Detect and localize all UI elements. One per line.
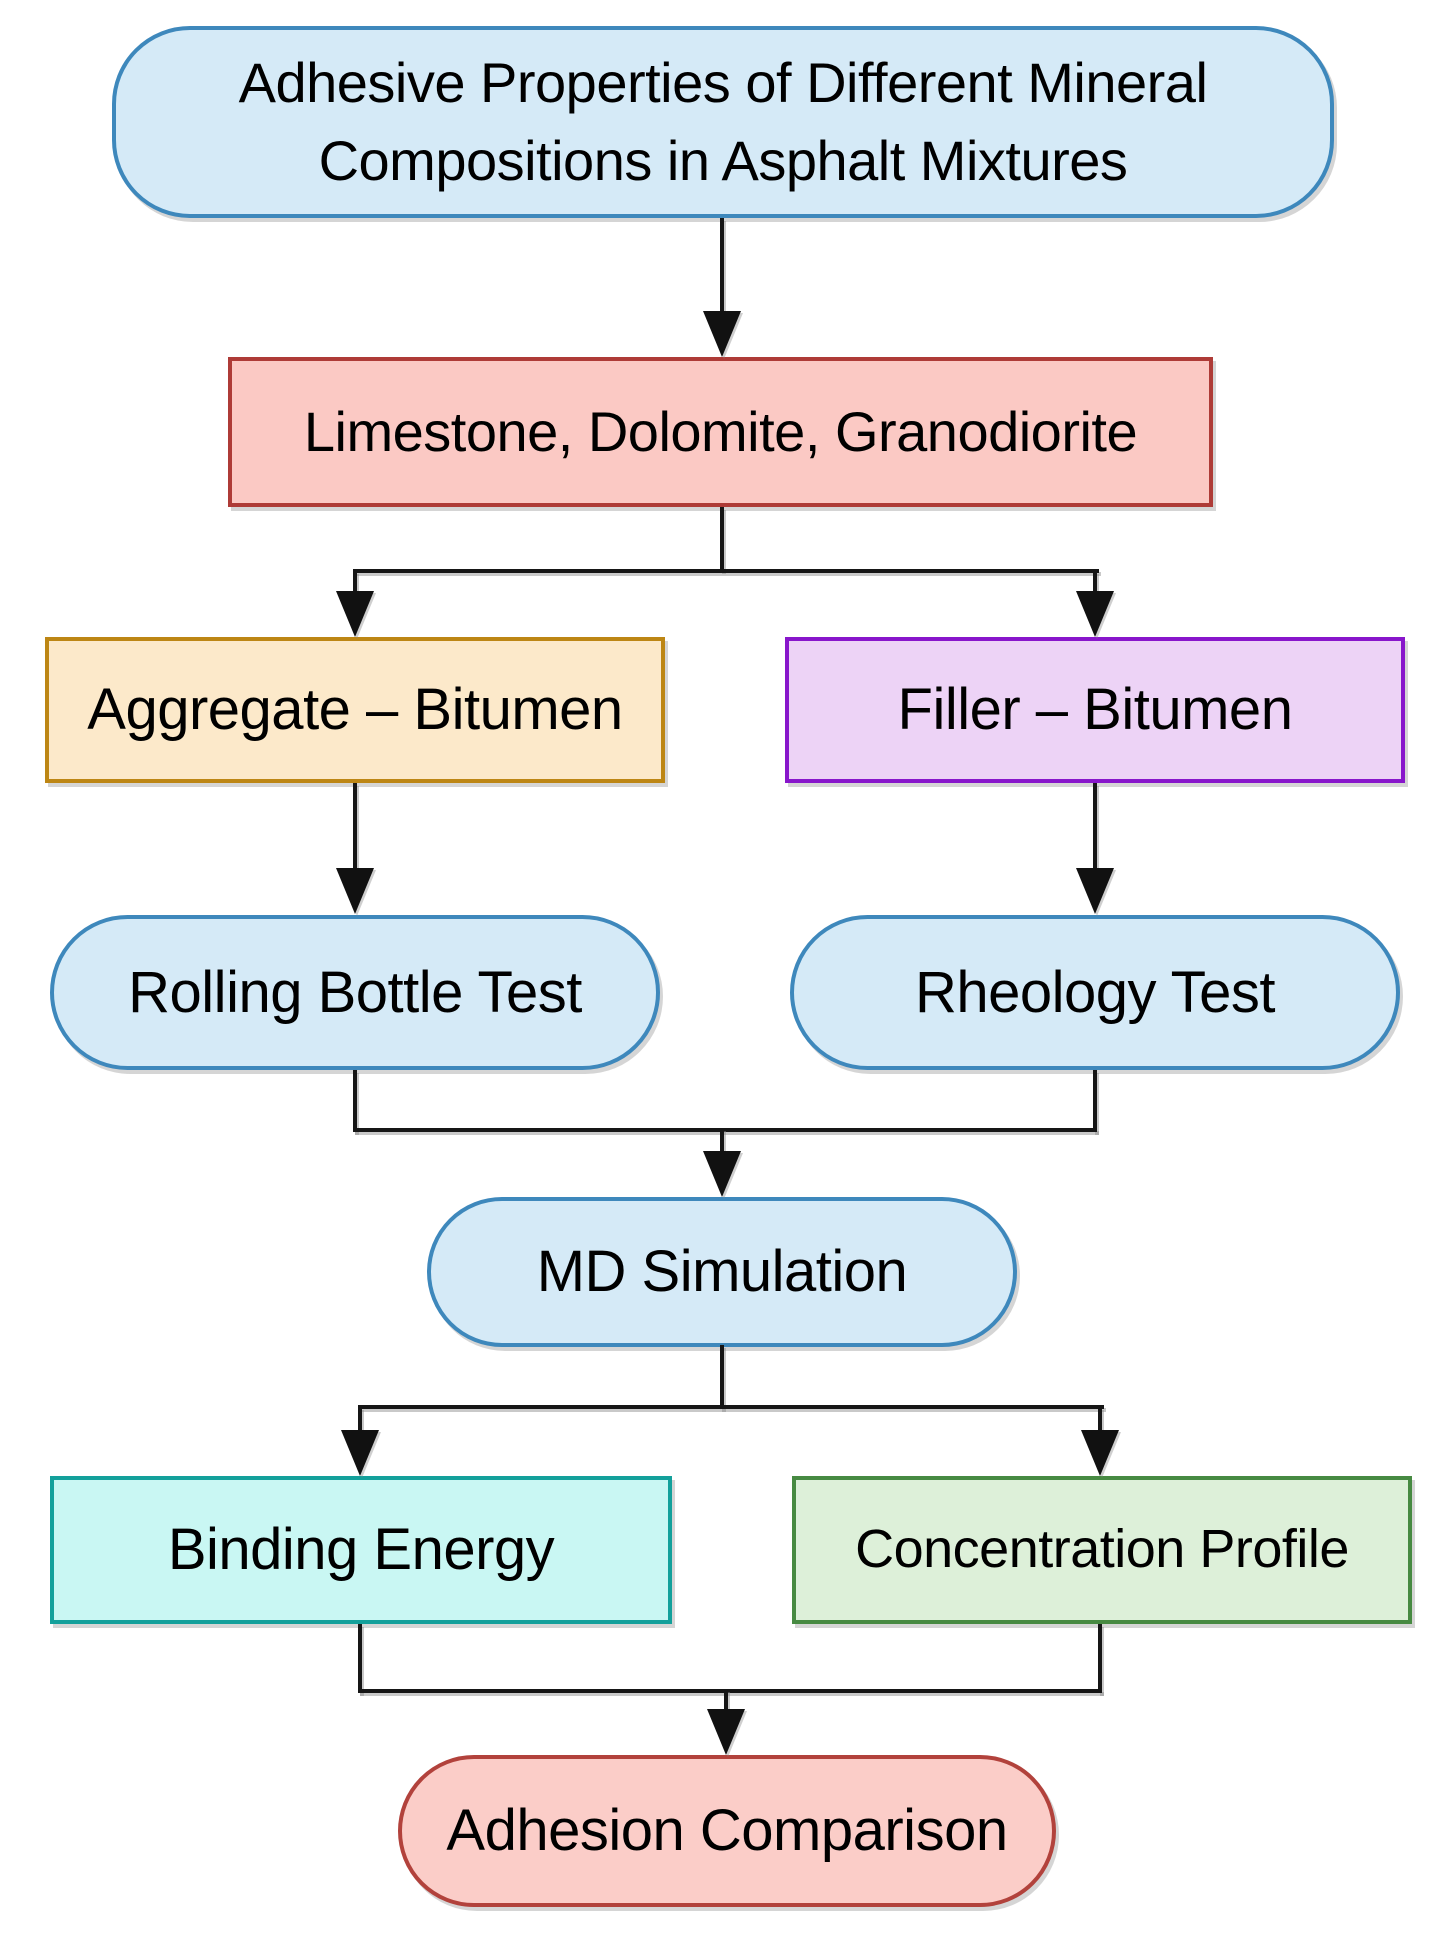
edge-filler-rheology-arrowhead-icon (1076, 868, 1114, 914)
node-rolling-bottle-test-label: Rolling Bottle Test (128, 959, 582, 1025)
node-rheology-test-label: Rheology Test (915, 959, 1276, 1025)
edge-merge-adhesion-stem-line (724, 1689, 728, 1711)
node-title-label: Adhesive Properties of Different Mineral… (238, 50, 1208, 192)
edge-minerals-aggregate-arrowhead-icon (336, 591, 374, 637)
edge-minerals-filler-line (1093, 571, 1097, 591)
edge-title-minerals-arrowhead-icon (703, 311, 741, 357)
node-binding-energy-label: Binding Energy (167, 1517, 555, 1583)
edge-aggregate-rolling-line (353, 783, 357, 869)
edge-rheology-md-line (1093, 1070, 1097, 1132)
edge-minerals-branch-stem-line (720, 507, 724, 571)
edge-merge-md-arrowhead-icon (703, 1151, 741, 1197)
node-filler-bitumen-label: Filler – Bitumen (897, 677, 1293, 743)
edge-md-concentration-line (1098, 1407, 1102, 1431)
edge-aggregate-rolling-arrowhead-icon (336, 868, 374, 914)
edge-merge-adhesion-arrowhead-icon (707, 1709, 745, 1755)
edge-md-binding-line (358, 1407, 362, 1431)
edge-merge-md-horizontal-line (353, 1128, 1097, 1132)
node-aggregate-bitumen-label: Aggregate – Bitumen (87, 677, 623, 743)
edge-minerals-branch-horizontal-line (353, 569, 1099, 573)
node-aggregate-bitumen: Aggregate – Bitumen (45, 637, 665, 783)
edge-concentration-adhesion-line (1098, 1624, 1102, 1693)
edge-filler-rheology-line (1093, 783, 1097, 869)
node-title: Adhesive Properties of Different Mineral… (112, 26, 1334, 218)
node-binding-energy: Binding Energy (50, 1476, 672, 1624)
edge-minerals-filler-arrowhead-icon (1076, 591, 1114, 637)
edge-binding-adhesion-line (358, 1624, 362, 1693)
edge-md-binding-arrowhead-icon (341, 1430, 379, 1476)
edge-md-branch-horizontal-line (358, 1405, 1104, 1409)
edge-rolling-md-line (353, 1070, 357, 1132)
edge-minerals-aggregate-line (353, 571, 357, 591)
node-concentration-profile-label: Concentration Profile (855, 1519, 1349, 1580)
edge-merge-adhesion-horizontal-line (358, 1689, 1102, 1693)
edge-title-minerals-line (720, 218, 724, 312)
node-minerals: Limestone, Dolomite, Granodiorite (228, 357, 1213, 507)
edge-md-branch-stem-line (720, 1345, 724, 1409)
node-adhesion-comparison: Adhesion Comparison (398, 1755, 1056, 1907)
edge-md-concentration-arrowhead-icon (1081, 1430, 1119, 1476)
edge-merge-md-stem-line (720, 1128, 724, 1152)
node-filler-bitumen: Filler – Bitumen (785, 637, 1405, 783)
node-minerals-label: Limestone, Dolomite, Granodiorite (303, 399, 1138, 463)
node-md-simulation-label: MD Simulation (536, 1239, 908, 1305)
node-rheology-test: Rheology Test (790, 915, 1400, 1070)
node-adhesion-comparison-label: Adhesion Comparison (446, 1798, 1008, 1864)
node-rolling-bottle-test: Rolling Bottle Test (50, 915, 660, 1070)
node-md-simulation: MD Simulation (427, 1197, 1017, 1347)
node-concentration-profile: Concentration Profile (792, 1476, 1412, 1624)
